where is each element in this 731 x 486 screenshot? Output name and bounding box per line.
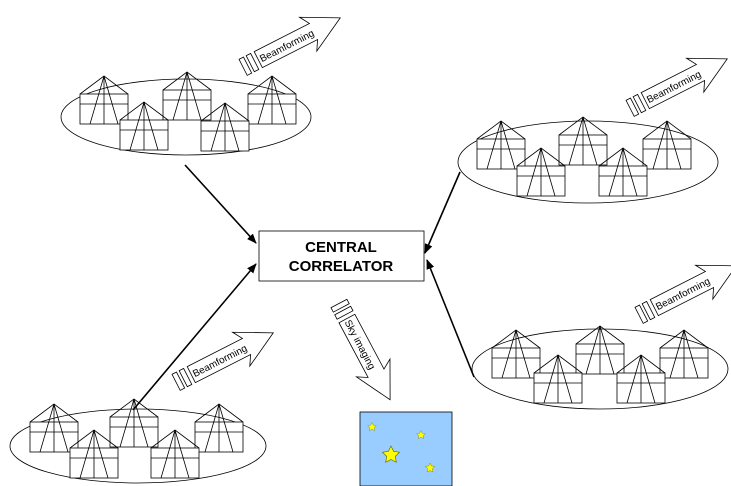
beamforming-arrow-4: Beamforming <box>167 315 283 400</box>
station-right-top <box>457 116 719 204</box>
link-right-bottom-to-correlator <box>426 259 475 378</box>
central-correlator: CENTRAL CORRELATOR <box>258 230 425 282</box>
station-right-bottom <box>471 325 729 410</box>
sky-imaging-arrow: Sky imaging <box>321 294 408 410</box>
beamforming-arrow-3: Beamforming <box>630 248 731 333</box>
antenna-tile <box>247 75 297 125</box>
beamforming-arrow-2: Beamforming <box>621 41 731 126</box>
link-top-left-to-correlator <box>184 164 257 244</box>
station-top-left <box>60 71 312 156</box>
antenna-tile <box>79 75 129 125</box>
antenna-tile <box>194 403 244 453</box>
correlator-box <box>258 230 425 282</box>
link-right-top-to-correlator <box>424 171 461 254</box>
station-bottom-left <box>9 398 267 484</box>
sky-background <box>359 411 453 486</box>
antenna-tile <box>109 398 159 448</box>
correlator-label-line2: CORRELATOR <box>289 258 394 275</box>
correlator-label-line1: CENTRAL <box>305 239 377 256</box>
beamforming-arrow-1: Beamforming <box>234 0 350 85</box>
link-bottom-left-to-correlator <box>132 263 257 411</box>
sky-image <box>359 411 453 486</box>
antenna-tile <box>29 403 79 453</box>
